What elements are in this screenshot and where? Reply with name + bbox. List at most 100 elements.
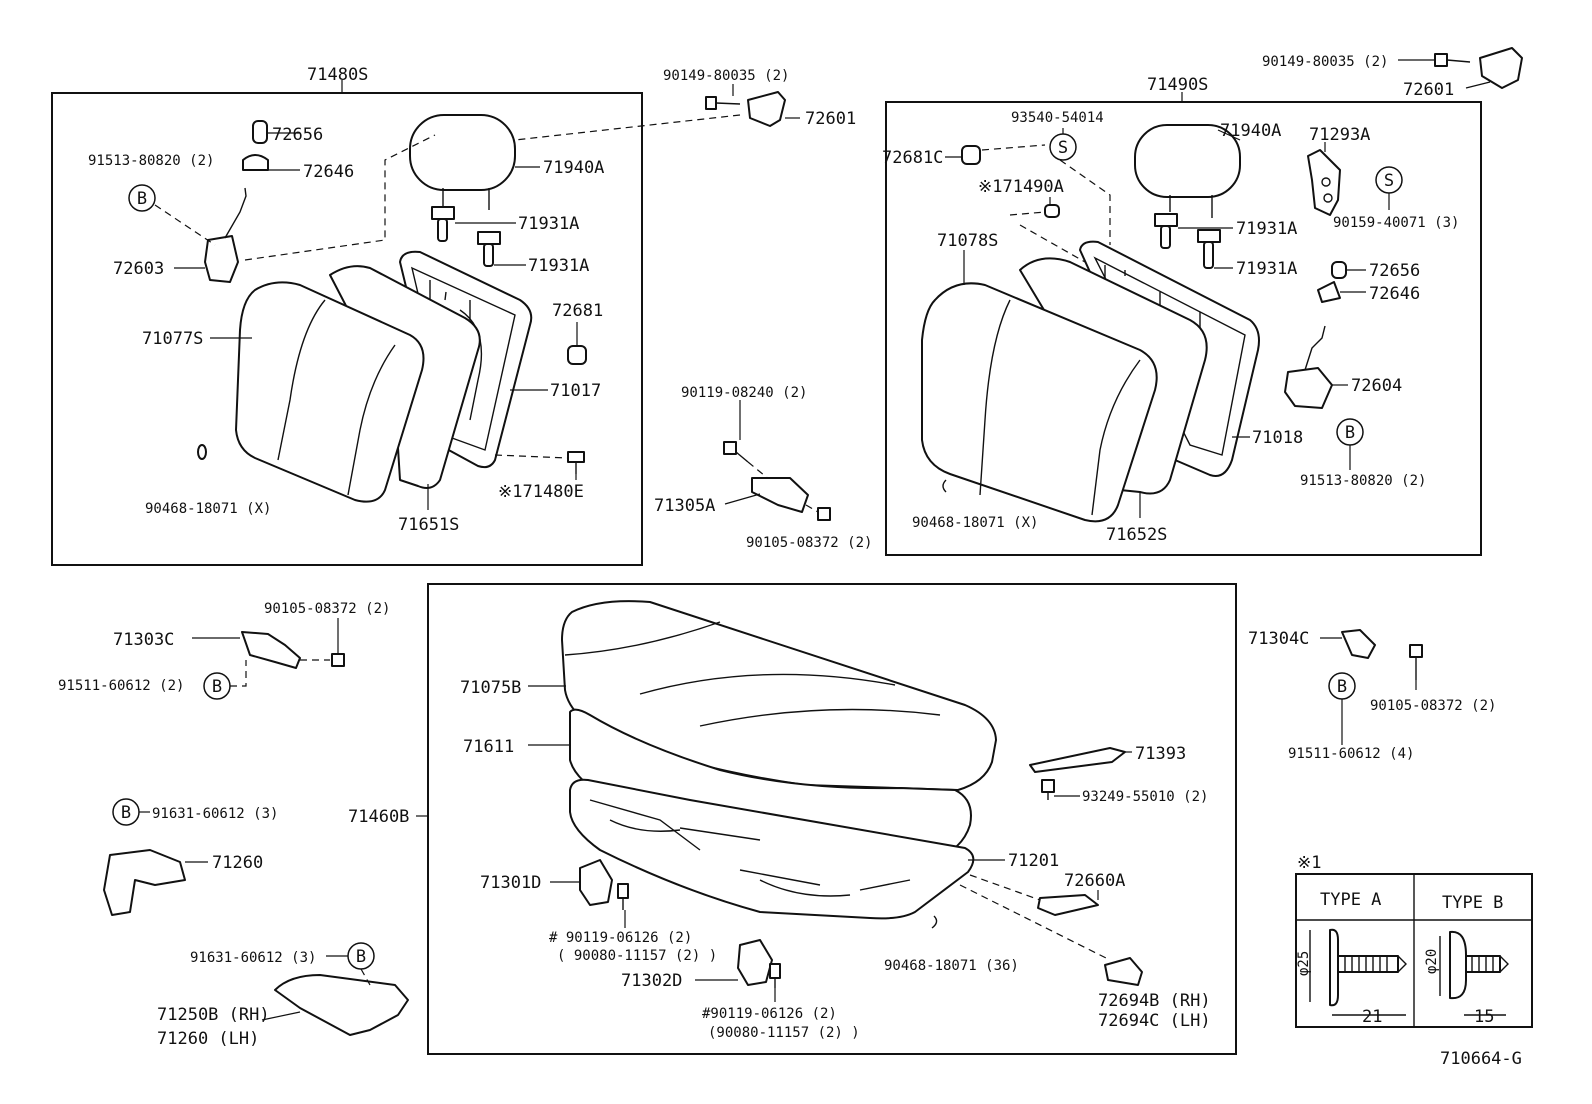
label-71260: 71260 [212,853,263,873]
label-91631-60612: 91631-60612 (3) [152,806,278,822]
label-72604: 72604 [1351,376,1402,396]
hinge-group-72601: 90149-80035 (2) 72601 [514,68,856,141]
label-71940a: 71940A [1220,121,1281,141]
label-171480e: ※171480E [498,482,584,502]
grommet-72681-left [567,322,587,365]
headrest-guide-71931a [431,206,526,267]
group-71490s: S S [882,75,1482,556]
type-a-heading: TYPE A [1320,890,1381,910]
label-71250b-rh: 71250B (RH) [157,1005,270,1025]
bolt [1409,644,1423,658]
marker-s-letter: S [1058,138,1068,158]
headrest-71940a-left [409,114,540,210]
bracket-71303c [241,631,301,669]
label-71611: 71611 [463,737,514,757]
dashed-leader [230,660,247,687]
bracket-71304c [1341,629,1376,659]
cap-72656-right [1331,261,1347,279]
lock-72603 [174,187,247,283]
label-90105-08372: 90105-08372 (2) [264,601,390,617]
dashed-leader [154,204,216,246]
marker-b-letter: B [212,677,222,697]
knob-72646-left [242,154,300,171]
marker-b-letter: B [1345,423,1355,443]
seatback-cover-71077s [210,281,425,503]
label-72601: 72601 [805,109,856,129]
label-71460b: 71460B [348,807,409,827]
clip-90468-cushion [931,915,938,929]
hinge-72601 [747,91,786,127]
label-71078s: 71078S [937,231,998,251]
label-72660a: 72660A [1064,871,1125,891]
label-90105-08372: 90105-08372 (2) [746,535,872,551]
label-90119-08240: 90119-08240 (2) [681,385,807,401]
label-72601: 72601 [1403,80,1454,100]
bolt [617,883,629,899]
marker-b-letter: B [1337,677,1347,697]
dashed-leader [1009,211,1086,263]
label-71293a: 71293A [1309,125,1370,145]
clip-90468-left [197,444,207,460]
knob-72646-right [1317,281,1341,303]
label-90149-80035: 90149-80035 (2) [1262,54,1388,70]
label-71302d: 71302D [621,971,682,991]
label-71303c: 71303C [113,630,174,650]
label-71931a: 71931A [518,214,579,234]
label-90080-11157: (90080-11157 (2) ) [708,1025,860,1041]
bracket-71301d [550,859,629,928]
dim-type-a-diameter: φ25 [1296,951,1312,976]
label-72646: 72646 [303,162,354,182]
bolt [769,963,781,979]
clip-type-a: φ25 21 [1296,928,1407,1027]
label-71931a: 71931A [1236,259,1297,279]
clip-type-b: φ20 15 [1424,930,1509,1027]
label-71075b: 71075B [460,678,521,698]
dashed-leader [1059,159,1111,245]
label-71393: 71393 [1135,744,1186,764]
hinge-group-72601-right: 90149-80035 (2) 72601 [1262,47,1523,100]
label-71305a: 71305A [654,496,715,516]
label-71077s: 71077S [142,329,203,349]
note-table-clip-types: ※1 TYPE A TYPE B φ25 21 φ20 15 [1295,853,1533,1028]
label-171490a: ※171490A [978,177,1064,197]
bracket-group-71304c: B 71304C 90105-08372 (2) 91511-60612 (4) [1248,629,1496,762]
clip-171490a [1044,204,1060,218]
label-71301d: 71301D [480,873,541,893]
bolt [331,653,345,667]
hinge-cover-72694b [1104,957,1143,986]
dim-type-b-length: 15 [1474,1007,1494,1027]
label-71480s: 71480S [307,65,368,85]
dashed-leader [514,114,741,141]
label-71017: 71017 [550,381,601,401]
headrest-71940a-right [1134,124,1241,218]
label-91513-80820: 91513-80820 (2) [1300,473,1426,489]
label-71304c: 71304C [1248,629,1309,649]
label-71940a: 71940A [543,158,604,178]
dim-type-a-length: 21 [1362,1007,1382,1027]
clip-171480e [494,451,585,480]
bracket-71302d [695,939,781,1002]
bracket-71260 [103,849,186,916]
dashed-leader [244,134,436,261]
label-90105-08372: 90105-08372 (2) [1370,698,1496,714]
label-72681: 72681 [552,301,603,321]
label-72656: 72656 [1369,261,1420,281]
label-71931a: 71931A [1236,219,1297,239]
label-71931a: 71931A [528,256,589,276]
label-90159-40071: 90159-40071 (3) [1333,215,1459,231]
label-72681c: 72681C [882,148,943,168]
label-71260-lh: 71260 (LH) [157,1029,259,1049]
dashed-leader [981,144,1046,151]
cushion-cover-71075b [528,600,997,791]
bracket-group-71303c: B 90105-08372 (2) 71303C 91511-60612 (2) [58,601,390,700]
bolt [705,96,717,110]
label-90468-18071: 90468-18071 (X) [912,515,1038,531]
label-93540-54014: 93540-54014 [1011,110,1104,126]
bolt [817,507,831,521]
label-71201: 71201 [1008,851,1059,871]
label-91513-80820: 91513-80820 (2) [88,153,214,169]
label-72694c-lh: 72694C (LH) [1098,1011,1211,1031]
dashed-leader [360,968,371,986]
diagram-id: 710664-G [1440,1049,1522,1069]
label-71490s: 71490S [1147,75,1208,95]
